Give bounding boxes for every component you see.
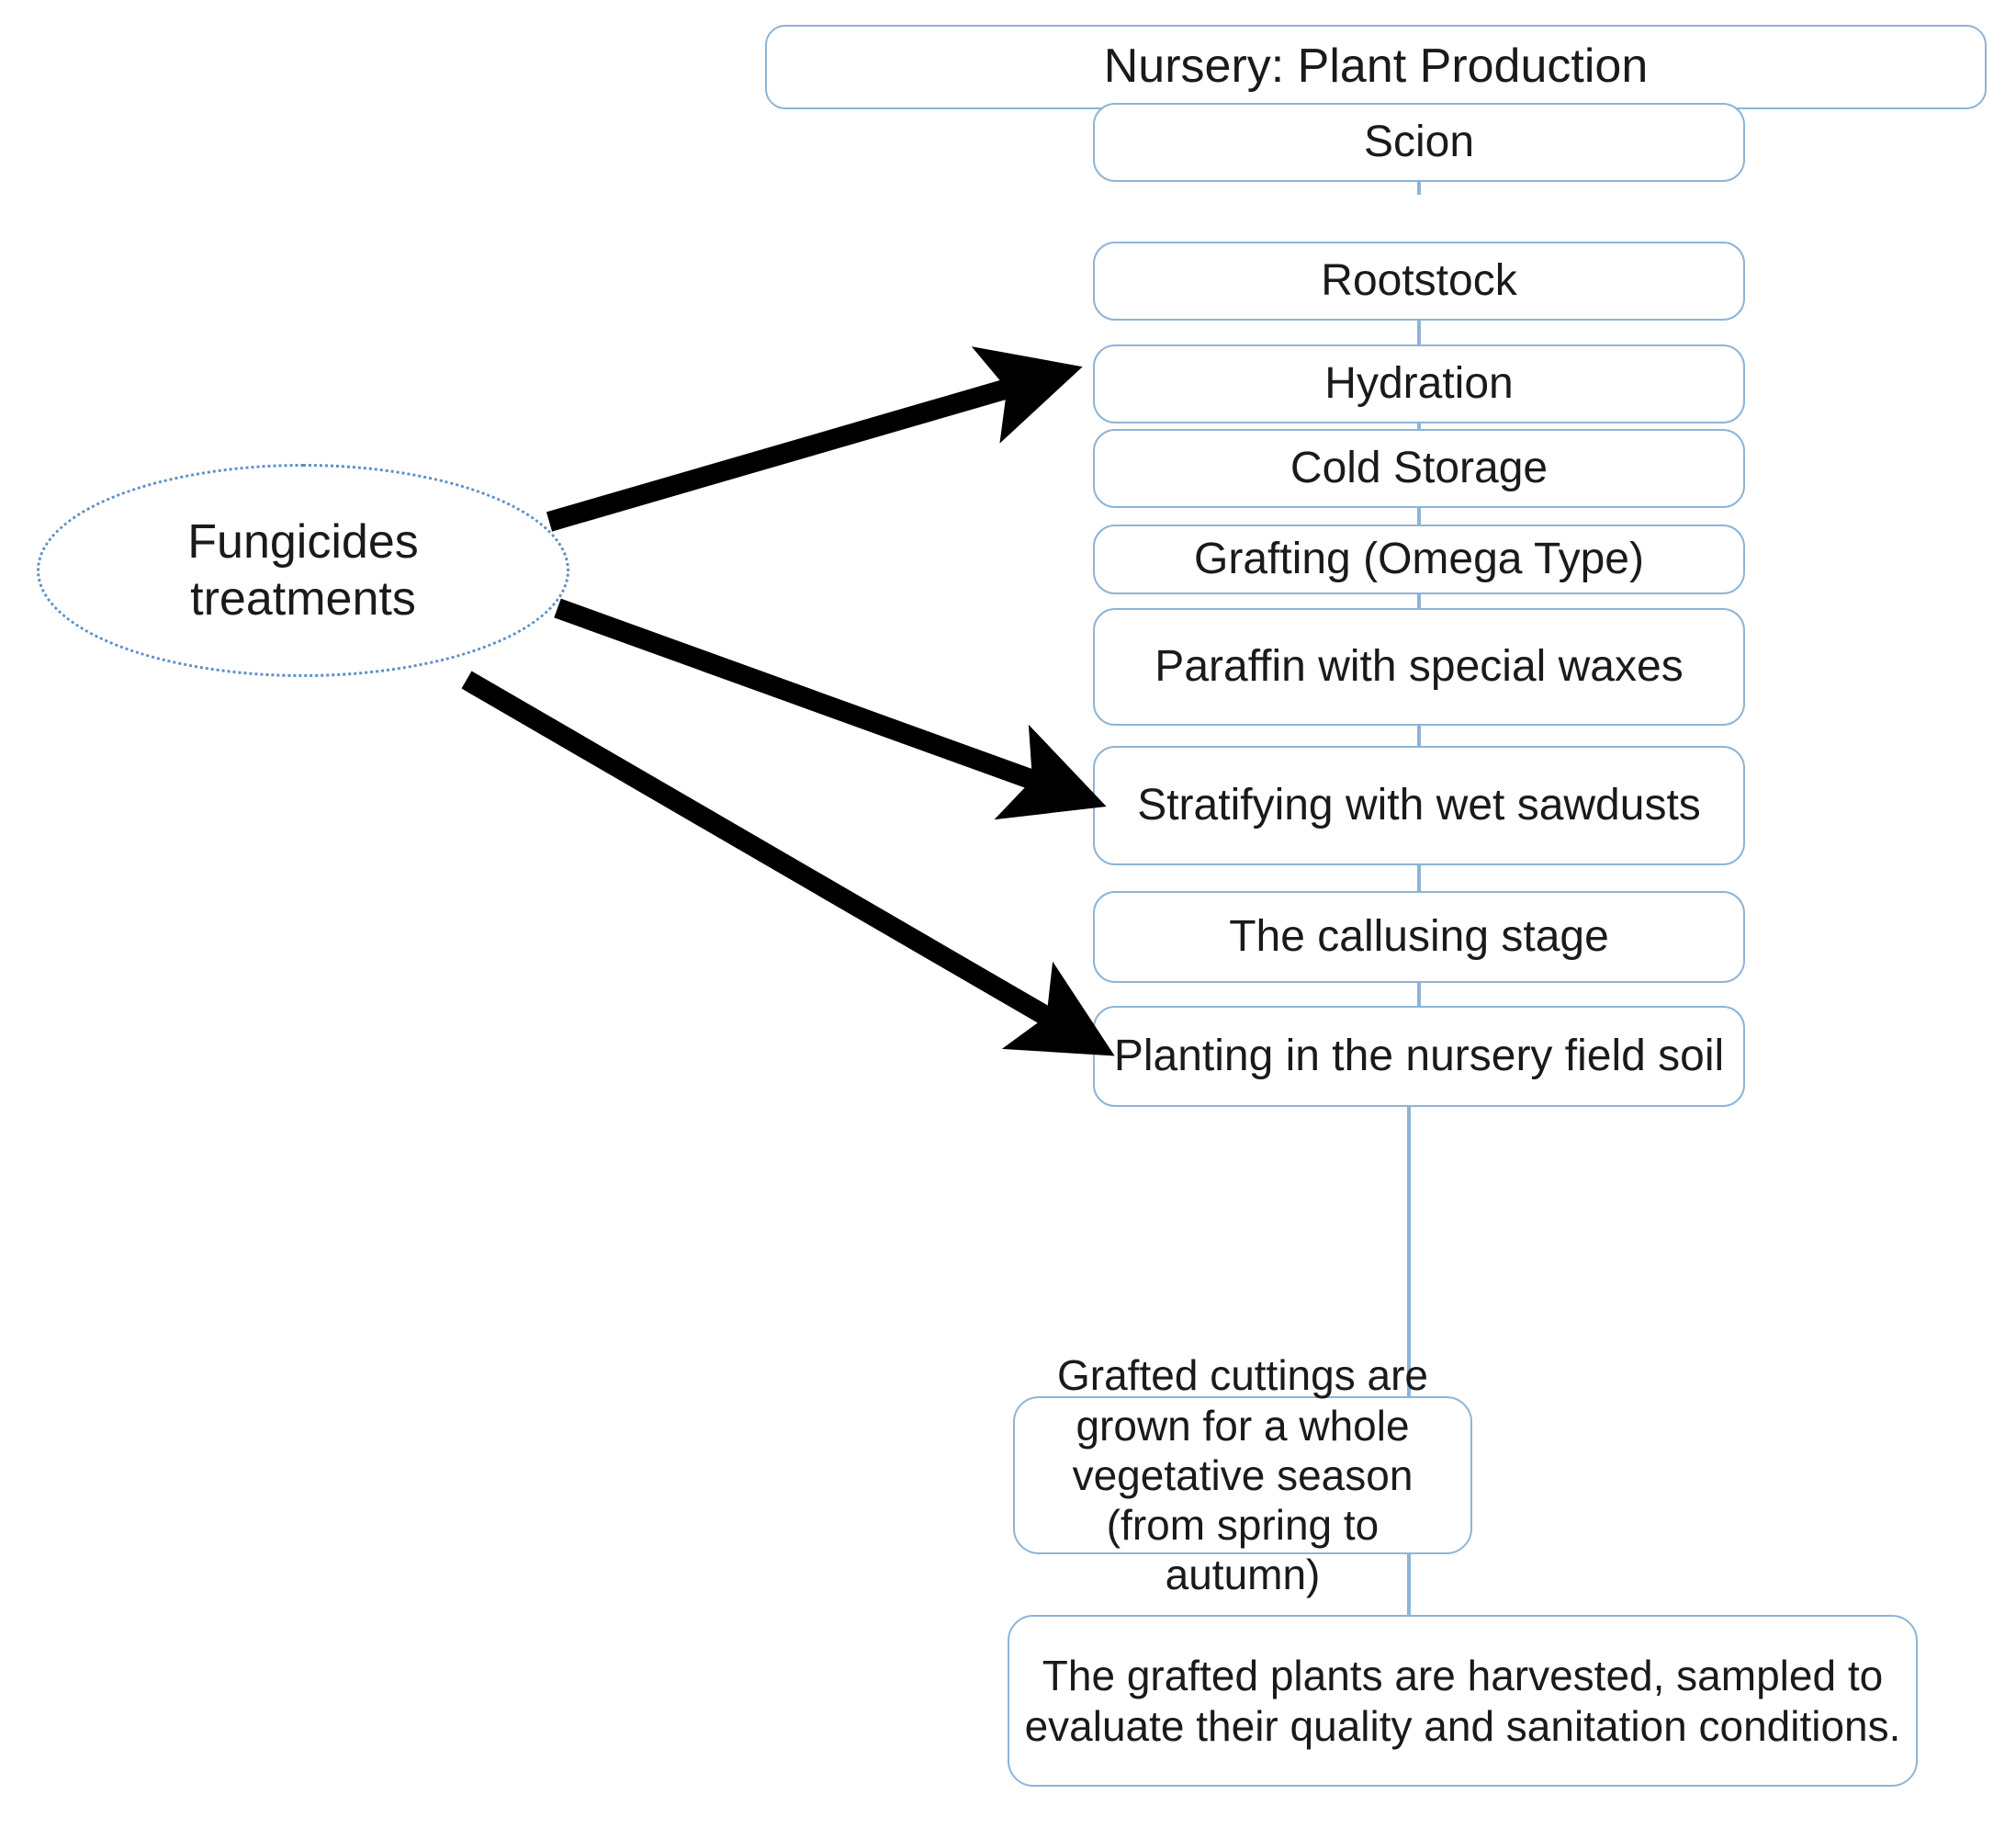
connector-line-grafted-cuttings-harvest — [1407, 1551, 1411, 1617]
fungicides-line-1: Fungicides — [187, 514, 419, 569]
connector-line-callusing-planting — [1417, 981, 1421, 1009]
arrow-fungicides-to-stratifying — [554, 598, 1107, 820]
step-box-planting: Planting in the nursery field soil — [1093, 1006, 1745, 1107]
step-box-callusing: The callusing stage — [1093, 891, 1745, 983]
step-box-scion: Scion — [1093, 103, 1745, 182]
step-label-hydration: Hydration — [1324, 358, 1514, 408]
connector-line-coldstorage-grafting — [1417, 501, 1421, 528]
step-box-grafting: Grafting (Omega Type) — [1093, 525, 1745, 594]
connector-line-rootstock-hydration — [1417, 321, 1421, 346]
step-label-grafting: Grafting (Omega Type) — [1194, 534, 1644, 583]
step-label-cold-storage: Cold Storage — [1290, 443, 1549, 492]
step-box-paraffin: Paraffin with special waxes — [1093, 608, 1745, 726]
connector-line-planting-grafted-cuttings — [1407, 1102, 1411, 1398]
step-label-callusing: The callusing stage — [1229, 911, 1609, 961]
page-title: Nursery: Plant Production — [1103, 39, 1649, 94]
step-box-cold-storage: Cold Storage — [1093, 429, 1745, 508]
arrow-fungicides-to-hydration — [546, 346, 1083, 532]
fungicides-treatments-label: Fungicides treatments — [187, 513, 418, 628]
step-box-stratifying: Stratifying with wet sawdusts — [1093, 746, 1745, 865]
outcome-box-harvest: The grafted plants are harvested, sample… — [1008, 1615, 1918, 1787]
fungicides-treatments-ellipse: Fungicides treatments — [37, 464, 569, 677]
outcome-label-harvest: The grafted plants are harvested, sample… — [1024, 1652, 1901, 1750]
connector-line-grafting-paraffin — [1417, 588, 1421, 612]
step-label-paraffin: Paraffin with special waxes — [1154, 641, 1684, 691]
step-label-scion: Scion — [1363, 117, 1475, 166]
connector-line-hydration-coldstorage — [1417, 412, 1421, 434]
step-label-rootstock: Rootstock — [1321, 255, 1517, 305]
arrow-fungicides-to-planting — [461, 671, 1115, 1056]
outcome-label-growing-season: Grafted cuttings are grown for a whole v… — [1057, 1351, 1428, 1599]
step-label-stratifying: Stratifying with wet sawdusts — [1137, 780, 1701, 829]
step-box-hydration: Hydration — [1093, 344, 1745, 423]
fungicides-line-2: treatments — [190, 572, 416, 626]
connector-line-stratifying-callusing — [1417, 862, 1421, 893]
step-box-rootstock: Rootstock — [1093, 242, 1745, 321]
step-label-planting: Planting in the nursery field soil — [1113, 1031, 1725, 1080]
diagram-title-box: Nursery: Plant Production — [765, 25, 1987, 109]
connector-line-paraffin-stratifying — [1417, 722, 1421, 750]
outcome-box-growing-season: Grafted cuttings are grown for a whole v… — [1013, 1351, 1472, 1598]
